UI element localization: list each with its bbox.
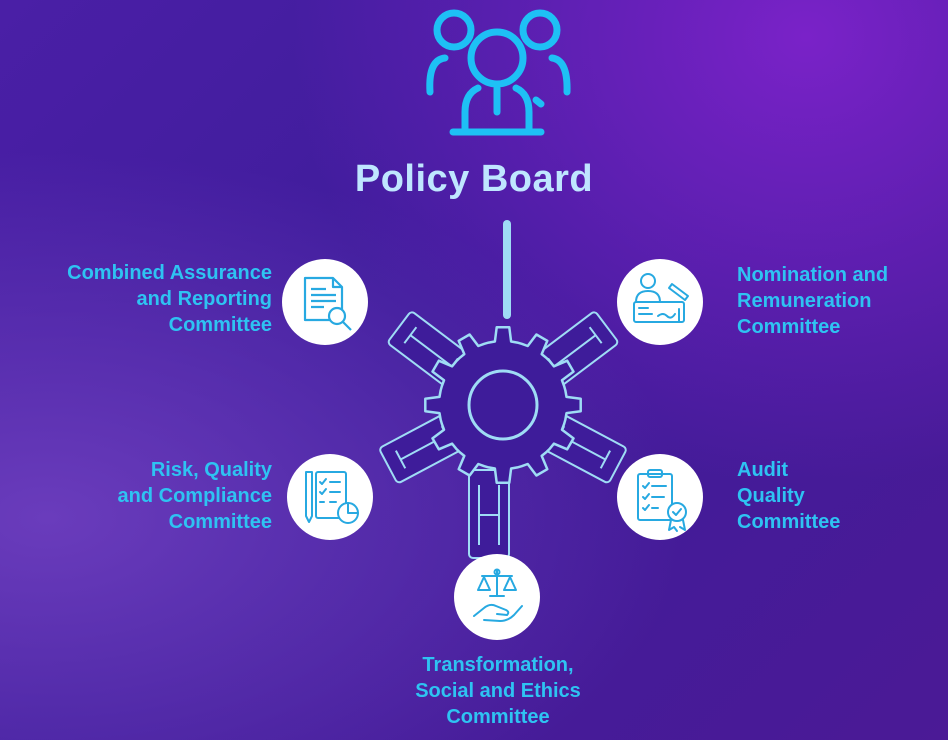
label-line: Risk, Quality [150,459,272,481]
label-line: Transformation, [422,654,574,676]
scales-hand-icon [473,568,523,622]
label-line: Combined Assurance [67,262,272,284]
label-line: and Reporting [136,288,272,310]
label-line: Nomination and [737,264,889,286]
label-transformation: Transformation, Social and Ethics Commit… [358,652,638,730]
committee-circle-nomination [617,259,703,345]
label-nomination: Nomination and Remuneration Committee [737,262,888,340]
clipboard-badge-icon [637,469,687,532]
committee-circle-audit [617,454,703,540]
document-search-icon [303,276,352,331]
label-line: and Compliance [117,485,272,507]
label-line: Audit [737,459,789,481]
label-line: Committee [446,706,550,728]
label-line: Committee [168,314,272,336]
committee-circle-transformation [454,554,540,640]
person-cheque-icon [633,273,689,323]
label-line: Quality [737,485,805,507]
label-line: Remuneration [737,290,872,312]
label-line: Committee [168,511,272,533]
label-line: Social and Ethics [415,680,581,702]
label-line: Committee [737,511,841,533]
label-audit: Audit Quality Committee [737,457,840,535]
label-line: Committee [737,316,841,338]
spoke-bottom [468,469,510,559]
committee-circle-risk [287,454,373,540]
label-risk: Risk, Quality and Compliance Committee [118,457,272,535]
checklist-chart-icon [305,471,359,524]
people-group-icon [426,9,571,136]
committee-circle-combined-assurance [282,259,368,345]
gear-icon [424,326,582,484]
page-title: Policy Board [354,158,594,200]
label-combined-assurance: Combined Assurance and Reporting Committ… [67,260,272,338]
